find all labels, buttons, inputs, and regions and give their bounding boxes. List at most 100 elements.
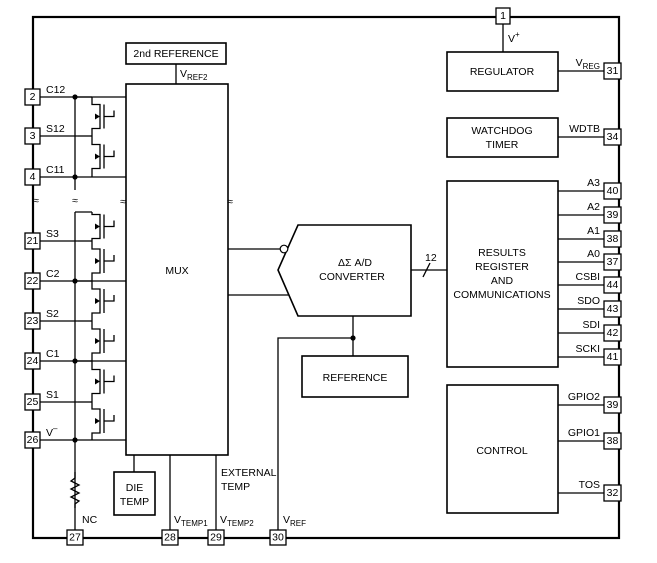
pin-number: 28 [164,532,176,544]
pin-42 [603,324,622,342]
regulator-block [446,51,559,92]
left-pins: 2 3 4 21 22 23 24 25 26 C12 S12 C11 S3 C… [24,84,126,449]
pin-label: C11 [46,164,65,176]
pin-label: C2 [46,268,60,280]
pin-21 [24,232,41,250]
pin-number: 44 [607,279,619,291]
pin-label: S1 [46,389,59,401]
switch-transistors [75,96,115,440]
pin-number: 39 [607,399,619,411]
pin-22 [24,272,41,290]
pin-label: SDI [582,319,600,331]
watchdog-block [446,117,559,158]
pin-number: 38 [607,233,619,245]
pin-label: GPIO2 [568,391,600,403]
pin-41 [603,348,622,366]
pin-number: 37 [607,256,619,268]
mux-label: MUX [165,265,188,277]
adc-label: ΔΣ A/D [338,257,372,269]
pin-number: 24 [27,355,39,367]
adc-label: CONVERTER [319,271,385,283]
pin-label: SDO [577,295,600,307]
pin-label: S3 [46,228,59,240]
pin-number: 41 [607,351,619,363]
break-mark: ≈ [120,196,126,208]
die-temp-label: TEMP [120,496,149,508]
pin-34 [603,128,622,146]
pin-4 [24,168,41,186]
pin-label: A1 [587,225,600,237]
pin-label: CSBI [575,271,600,283]
resistor [69,472,81,531]
pin-43 [603,300,622,318]
die-temp-block [113,471,156,516]
pin-label: V– [46,424,58,439]
pin-number: 26 [27,434,39,446]
pin-23 [24,312,41,330]
pin-number: 40 [607,185,619,197]
pin-1 [495,7,511,25]
pin-37 [603,253,622,271]
pin-3 [24,127,41,145]
reference-label: REFERENCE [323,372,388,384]
external-temp-label: TEMP [221,481,250,493]
pin-38 [603,432,622,450]
pin-label: WDTB [569,123,600,135]
pin-label: NC [82,514,98,526]
pin-number: 38 [607,435,619,447]
right-pins: 31VREG34WDTB40A339A238A137A044CSBI43SDO4… [558,57,622,502]
control-block [446,384,559,514]
pin-label: GPIO1 [568,427,600,439]
pin-26 [24,431,41,449]
pin-2 [24,88,41,106]
watchdog-label: TIMER [486,139,519,151]
inverting-input-marker [279,244,289,254]
pin-number: 27 [69,532,81,544]
pin-label: VTEMP2 [220,514,254,528]
pin-number: 4 [30,171,36,183]
vref2-label: VREF2 [180,68,208,82]
pin-number: 29 [210,532,222,544]
pin-27 [66,529,84,546]
pin-39 [603,396,622,414]
external-temp-label: EXTERNAL [221,467,277,479]
pin-label: S2 [46,308,59,320]
pin-24 [24,352,41,370]
pin-label: A0 [587,248,600,260]
pin-label: S12 [46,123,65,135]
results-label: RESULTS [478,247,526,259]
pin-44 [603,276,622,294]
pin-number: 30 [272,532,284,544]
bus-width-label: 12 [425,252,437,264]
break-mark: ≈ [72,195,78,207]
pin-40 [603,182,622,200]
pin-number: 25 [27,396,39,408]
pin-30 [269,529,287,546]
pin-number: 31 [607,65,619,77]
pin-label: TOS [579,479,600,491]
pin-number: 39 [607,209,619,221]
results-label: REGISTER [475,261,529,273]
die-temp-label: DIE [126,482,144,494]
regulator-label: REGULATOR [470,66,535,78]
reference-block [301,355,409,398]
results-label: COMMUNICATIONS [453,289,550,301]
pin-number: 3 [30,130,36,142]
break-mark: ≈ [33,195,39,207]
pin-number: 32 [607,487,619,499]
pin-label: A3 [587,177,600,189]
pin-label: A2 [587,201,600,213]
break-mark: ≈ [227,196,233,208]
pin-25 [24,393,41,411]
pin-label: VREF [283,514,306,528]
pin-number: 23 [27,315,39,327]
pin-28 [161,529,179,546]
adc-block [277,224,412,317]
pin-number: 22 [27,275,39,287]
watchdog-label: WATCHDOG [471,125,532,137]
mux-block [125,83,229,456]
pin-label: VTEMP1 [174,514,208,528]
results-register-block [446,180,559,368]
pin-number: 2 [30,91,36,103]
